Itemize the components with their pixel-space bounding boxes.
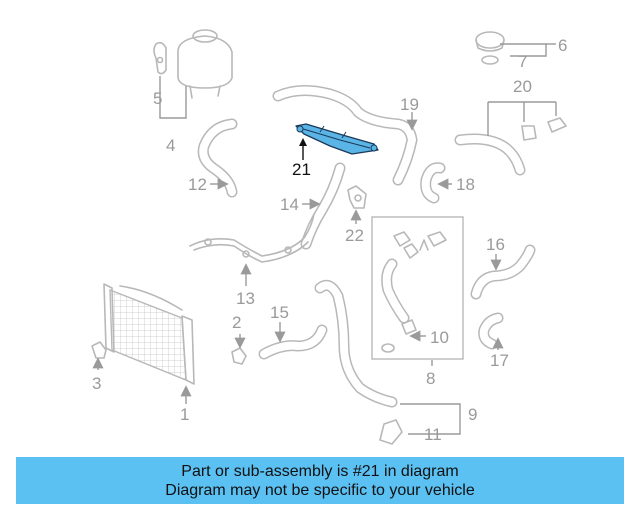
callout-13[interactable]: 13 bbox=[236, 289, 255, 308]
upper-hose-19-part[interactable] bbox=[272, 85, 418, 186]
callout-1[interactable]: 1 bbox=[180, 405, 189, 424]
radiator-part[interactable] bbox=[103, 283, 195, 385]
hose-20-part[interactable] bbox=[454, 117, 567, 176]
mount-3-part[interactable] bbox=[91, 341, 107, 359]
callout-22[interactable]: 22 bbox=[345, 226, 364, 245]
callout-12[interactable]: 12 bbox=[188, 175, 207, 194]
assembly-8-box bbox=[371, 216, 464, 360]
callout-10[interactable]: 10 bbox=[430, 328, 449, 347]
expansion-tank-part[interactable] bbox=[177, 29, 233, 99]
callout-7[interactable]: 7 bbox=[518, 52, 527, 71]
callout-9[interactable]: 9 bbox=[468, 405, 477, 424]
callout-4[interactable]: 4 bbox=[166, 136, 175, 155]
leader-4-5 bbox=[159, 76, 187, 119]
bracket-2-part[interactable] bbox=[231, 347, 247, 365]
callout-18[interactable]: 18 bbox=[456, 175, 475, 194]
callout-8[interactable]: 8 bbox=[426, 369, 435, 388]
callout-20[interactable]: 20 bbox=[513, 77, 532, 96]
hose-18-part[interactable] bbox=[420, 162, 446, 204]
flange-22-part[interactable] bbox=[347, 185, 367, 209]
cooling-system-diagram: 5 4 6 7 12 19 21 20 bbox=[91, 29, 567, 445]
callout-3[interactable]: 3 bbox=[92, 374, 101, 393]
harness-13-part[interactable] bbox=[189, 213, 315, 263]
banner-line-2: Diagram may not be specific to your vehi… bbox=[165, 481, 475, 499]
hose-15-part[interactable] bbox=[258, 324, 328, 360]
callout-16[interactable]: 16 bbox=[486, 235, 505, 254]
pump-assembly-8-part[interactable] bbox=[381, 231, 447, 353]
callout-14[interactable]: 14 bbox=[280, 195, 299, 214]
callout-6[interactable]: 6 bbox=[558, 36, 567, 55]
leader-9-11 bbox=[400, 403, 461, 435]
leader-6-7 bbox=[500, 43, 547, 57]
tank-bracket-part[interactable] bbox=[153, 41, 167, 75]
callout-15[interactable]: 15 bbox=[270, 303, 289, 322]
callout-17[interactable]: 17 bbox=[490, 351, 509, 370]
callout-5[interactable]: 5 bbox=[153, 89, 162, 108]
hose-16-part[interactable] bbox=[470, 244, 536, 300]
banner-line-1: Part or sub-assembly is #21 in diagram bbox=[181, 462, 459, 480]
info-banner: Part or sub-assembly is #21 in diagram D… bbox=[16, 457, 624, 504]
callout-21[interactable]: 21 bbox=[292, 160, 311, 179]
callout-11[interactable]: 11 bbox=[424, 425, 442, 444]
pipe-14-part[interactable] bbox=[300, 162, 346, 250]
leader-20 bbox=[487, 101, 557, 136]
radiator-cap-part[interactable] bbox=[475, 31, 505, 65]
callout-2[interactable]: 2 bbox=[232, 313, 241, 332]
lower-hose-9-part[interactable] bbox=[314, 279, 403, 445]
hose-12-part[interactable] bbox=[197, 118, 238, 198]
coolant-pipe-21-part[interactable] bbox=[295, 123, 379, 155]
hose-17-part[interactable] bbox=[478, 312, 504, 350]
callout-19[interactable]: 19 bbox=[400, 95, 419, 114]
